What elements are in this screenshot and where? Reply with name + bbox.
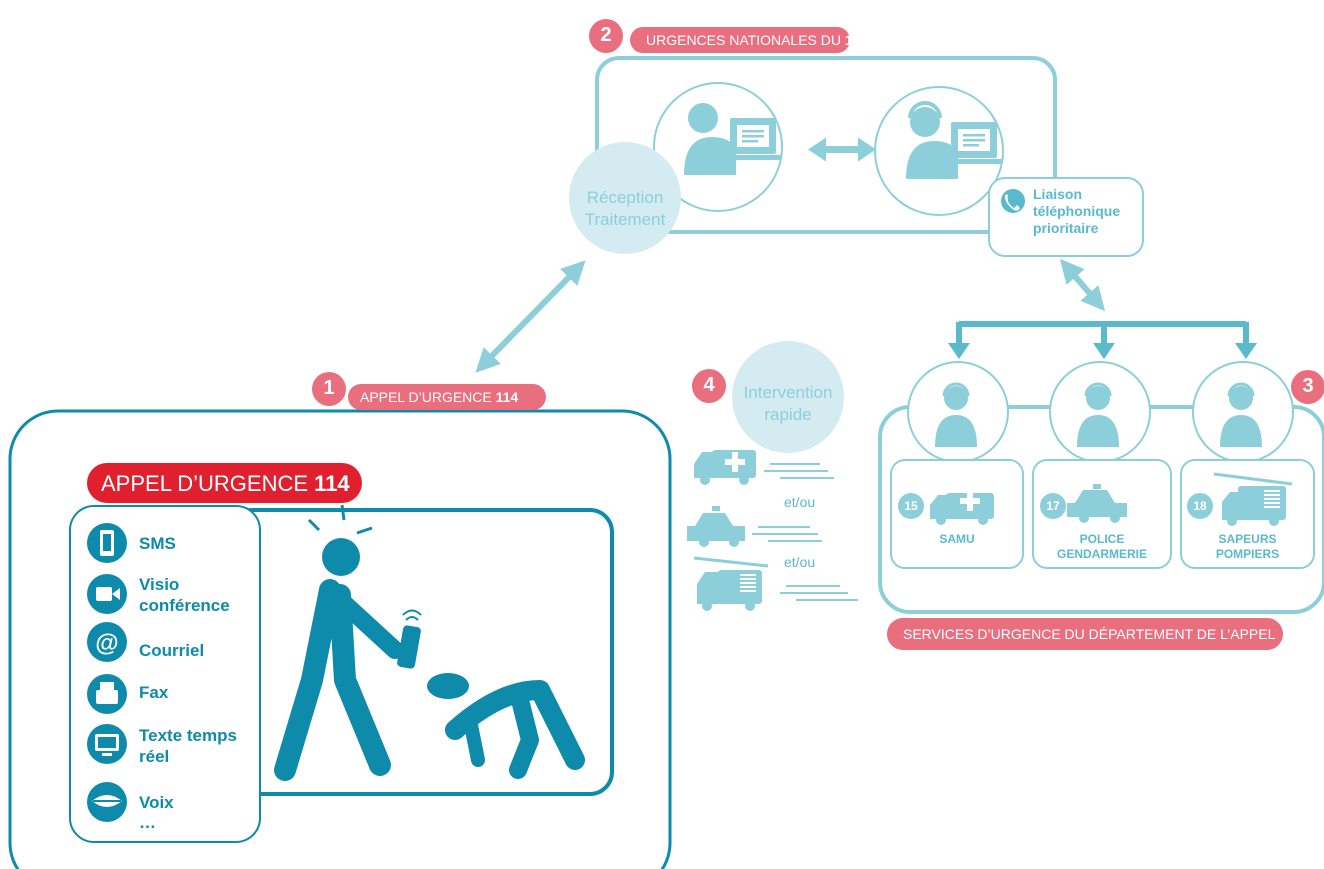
step1-label-bold: 114 bbox=[495, 389, 519, 405]
step2-label: URGENCES NATIONALES DU 114 bbox=[646, 29, 867, 51]
phone-icon bbox=[1001, 189, 1025, 213]
video-camera-icon bbox=[96, 587, 112, 601]
step2-label-text: URGENCES NATIONALES DU bbox=[646, 32, 841, 48]
service-num-17: 17 bbox=[1046, 499, 1060, 513]
method-texte: Texte temps réel bbox=[139, 726, 237, 766]
alert-lines bbox=[307, 504, 373, 535]
step4-number-circle bbox=[692, 369, 726, 403]
step2-label-bold: 114 bbox=[844, 32, 868, 48]
operator-computer-icon bbox=[684, 103, 782, 175]
panel-title-text: APPEL D’URGENCE bbox=[101, 471, 309, 496]
intervention-label: Intervention rapide bbox=[732, 382, 844, 426]
reception-circle bbox=[569, 142, 681, 254]
step1-pill bbox=[348, 384, 546, 410]
connector-et-ou-2: et/ou bbox=[784, 554, 816, 570]
service-samu-line1: SAMU bbox=[939, 532, 975, 546]
service-operator-icons bbox=[935, 382, 1262, 447]
step1-label-text: APPEL D’URGENCE bbox=[360, 389, 492, 405]
signal-waves bbox=[402, 609, 422, 621]
intervention-police-icon bbox=[687, 506, 745, 547]
liaison-line2: téléphonique bbox=[1033, 203, 1121, 219]
service-samu-label: SAMU bbox=[891, 532, 1023, 547]
operator-headset-icon bbox=[906, 101, 1003, 179]
at-sign-icon: @ bbox=[95, 630, 118, 657]
step4-number: 4 bbox=[703, 374, 715, 396]
service-pompiers-label: SAPEURS POMPIERS bbox=[1181, 532, 1314, 562]
service-police-line2: GENDARMERIE bbox=[1056, 547, 1147, 561]
step2-number-circle bbox=[589, 19, 623, 53]
method-visio: Visio conférence bbox=[139, 575, 230, 615]
reception-line1: Réception bbox=[586, 188, 664, 207]
step1-number: 1 bbox=[323, 377, 335, 399]
police-car-icon bbox=[1067, 484, 1127, 523]
step3-number: 3 bbox=[1302, 375, 1314, 397]
reception-line2: Traitement bbox=[584, 210, 666, 229]
step1-number-circle bbox=[312, 372, 346, 406]
ambulance-icon bbox=[930, 491, 994, 525]
connector-et-ou-1: et/ou bbox=[784, 494, 816, 510]
caller-person-icon bbox=[274, 538, 421, 781]
service-police-line1: POLICE bbox=[1079, 532, 1125, 546]
liaison-line3: prioritaire bbox=[1033, 220, 1099, 236]
collapsed-person-icon bbox=[427, 673, 585, 779]
intervention-line2: rapide bbox=[764, 405, 812, 424]
service-number-circles bbox=[898, 493, 1213, 519]
step3-pill bbox=[887, 618, 1283, 650]
method-sms: SMS bbox=[139, 534, 176, 553]
step3-label: SERVICES D’URGENCE DU DÉPARTEMENT DE L’A… bbox=[903, 626, 1276, 642]
liaison-box bbox=[988, 177, 1144, 257]
panel-title: APPEL D’URGENCE 114 bbox=[101, 471, 350, 497]
arrow-call-to-national bbox=[475, 260, 586, 373]
service-pompiers-line1: SAPEURS bbox=[1218, 532, 1277, 546]
method-courriel: Courriel bbox=[139, 641, 205, 660]
arrow-liaison-to-services bbox=[1059, 258, 1106, 312]
service-operator-circles bbox=[907, 361, 1294, 463]
speed-lines bbox=[752, 463, 858, 601]
step1-label: APPEL D’URGENCE 114 bbox=[360, 386, 518, 408]
intervention-firetruck-icon bbox=[693, 556, 769, 611]
service-num-15: 15 bbox=[904, 499, 918, 513]
step2-pill bbox=[630, 27, 850, 53]
panel-title-bold: 114 bbox=[314, 471, 350, 496]
step3-number-circle bbox=[1291, 370, 1324, 404]
step2-number: 2 bbox=[600, 24, 612, 46]
distribution-branches bbox=[956, 321, 1249, 345]
panel-title-pill bbox=[87, 463, 362, 503]
fire-truck-icon bbox=[1213, 472, 1293, 526]
exchange-arrow-icon bbox=[808, 137, 876, 162]
service-police-label: POLICE GENDARMERIE bbox=[1033, 532, 1171, 562]
fax-icon bbox=[96, 690, 118, 704]
method-voix: Voix bbox=[139, 793, 174, 812]
method-fax: Fax bbox=[139, 683, 169, 702]
reception-label: Réception Traitement bbox=[569, 187, 681, 231]
service-num-18: 18 bbox=[1193, 499, 1207, 513]
service-pompiers-line2: POMPIERS bbox=[1215, 547, 1280, 561]
liaison-label: Liaison téléphonique prioritaire bbox=[1033, 186, 1120, 237]
intervention-line1: Intervention bbox=[743, 383, 833, 402]
intervention-circle bbox=[732, 341, 844, 453]
intervention-ambulance-icon bbox=[694, 450, 756, 485]
method-more: … bbox=[139, 813, 156, 832]
liaison-line1: Liaison bbox=[1033, 186, 1083, 202]
